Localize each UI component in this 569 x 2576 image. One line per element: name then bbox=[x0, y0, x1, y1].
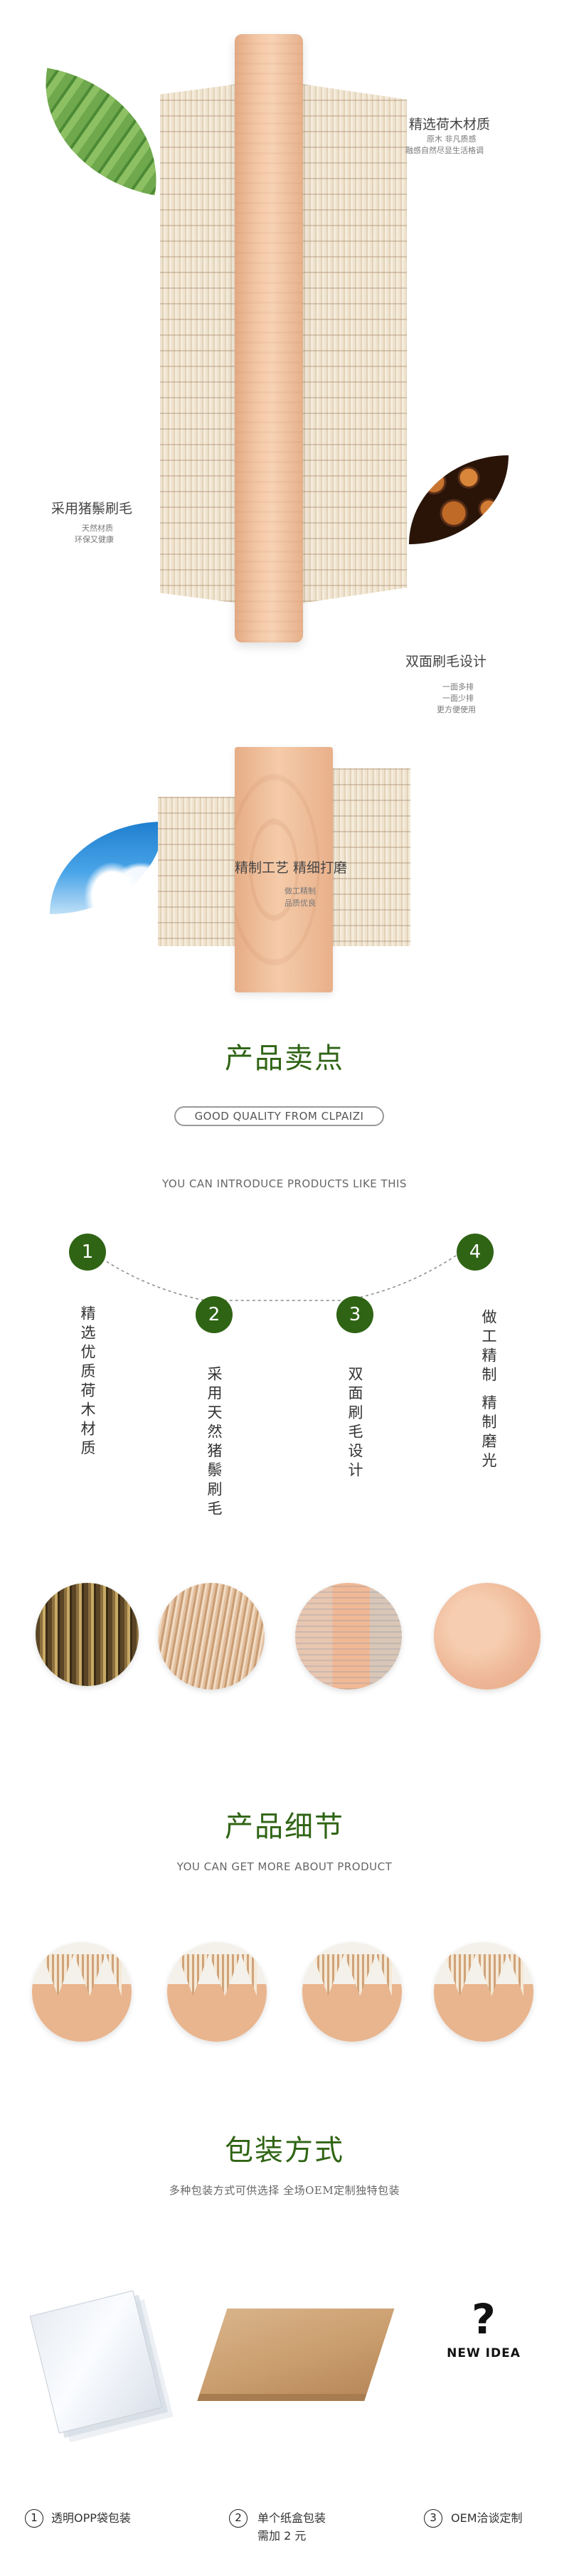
package-option-1-label: 透明OPP袋包装 bbox=[51, 2511, 131, 2525]
package-option-2-note: 需加 2 元 bbox=[257, 2529, 307, 2543]
brush-bristles-left bbox=[160, 84, 238, 603]
package-option-2-label: 单个纸盒包装 bbox=[257, 2511, 326, 2525]
step-4-badge: 4 bbox=[457, 1234, 494, 1271]
package-option-3-num: 3 bbox=[424, 2509, 442, 2528]
feature-double-title: 双面刷毛设计 bbox=[405, 654, 487, 669]
feature-bristle-sub-2: 环保又健康 bbox=[75, 535, 114, 544]
step-3-label: 双面刷毛设计 bbox=[346, 1366, 363, 1481]
bamboo-leaf-image bbox=[28, 68, 174, 196]
feature-double-sub-2: 一面少排 bbox=[442, 694, 474, 703]
detail-photo-1 bbox=[32, 1942, 132, 2042]
new-idea-label: NEW IDEA bbox=[447, 2346, 521, 2360]
small-brush-bristles-right bbox=[331, 768, 410, 946]
wood-slices-leaf-image bbox=[409, 455, 509, 544]
selling-points-title: 产品卖点 bbox=[225, 1042, 344, 1075]
details-subtitle: YOU CAN GET MORE ABOUT PRODUCT bbox=[176, 1860, 393, 1873]
packaging-subtitle: 多种包装方式可供选择 全场OEM定制独特包装 bbox=[169, 2184, 400, 2197]
step-4-label: 做工精制 精制磨光 bbox=[480, 1309, 497, 1472]
polished-wood-photo bbox=[434, 1583, 541, 1690]
brush-bristles-right bbox=[302, 84, 407, 603]
feature-craft-sub-1: 做工精制 bbox=[284, 886, 316, 896]
step-1-label: 精选优质荷木材质 bbox=[79, 1305, 96, 1459]
feature-bristle-title: 采用猪鬃刷毛 bbox=[51, 501, 133, 516]
feature-double-sub-3: 更方便使用 bbox=[437, 705, 476, 714]
bristle-closeup-photo bbox=[158, 1583, 265, 1690]
feature-wood-title: 精选荷木材质 bbox=[409, 117, 491, 132]
feature-wood-sub-1: 原木 非凡质感 bbox=[427, 134, 477, 144]
steps-connector-line bbox=[92, 1246, 470, 1301]
feature-craft-title: 精制工艺 精细打磨 bbox=[235, 860, 348, 876]
step-2-label: 采用天然猪鬃刷毛 bbox=[206, 1366, 223, 1520]
brush-handle-image bbox=[235, 34, 303, 642]
small-brush-bristles-left bbox=[158, 797, 238, 946]
feature-craft-sub-2: 品质优良 bbox=[284, 899, 316, 908]
packaging-title: 包装方式 bbox=[225, 2134, 344, 2167]
step-2-badge: 2 bbox=[196, 1296, 233, 1333]
package-option-3-label: OEM洽谈定制 bbox=[451, 2511, 523, 2525]
sky-leaf-image bbox=[50, 822, 164, 914]
double-side-closeup-photo bbox=[295, 1583, 402, 1690]
package-option-1-num: 1 bbox=[25, 2509, 43, 2528]
detail-photo-3 bbox=[302, 1942, 402, 2042]
details-title: 产品细节 bbox=[225, 1811, 344, 1843]
detail-photo-2 bbox=[167, 1942, 267, 2042]
package-option-2-num: 2 bbox=[229, 2509, 248, 2528]
step-3-badge: 3 bbox=[336, 1296, 373, 1333]
feature-bristle-sub-1: 天然材质 bbox=[82, 524, 113, 533]
step-1-badge: 1 bbox=[69, 1234, 106, 1271]
selling-points-intro: YOU CAN INTRODUCE PRODUCTS LIKE THIS bbox=[162, 1177, 407, 1190]
quality-pill: GOOD QUALITY FROM CLPAIZI bbox=[174, 1106, 384, 1126]
opp-bag-image bbox=[29, 2290, 163, 2434]
paper-box-image bbox=[199, 2309, 395, 2394]
detail-photo-4 bbox=[434, 1942, 533, 2042]
feature-wood-sub-2: 融感自然尽显生活格调 bbox=[405, 146, 484, 155]
bamboo-texture-photo bbox=[36, 1583, 139, 1686]
question-mark-icon: ? bbox=[472, 2295, 496, 2343]
feature-double-sub-1: 一面多排 bbox=[442, 682, 474, 691]
small-brush-image bbox=[235, 747, 333, 992]
